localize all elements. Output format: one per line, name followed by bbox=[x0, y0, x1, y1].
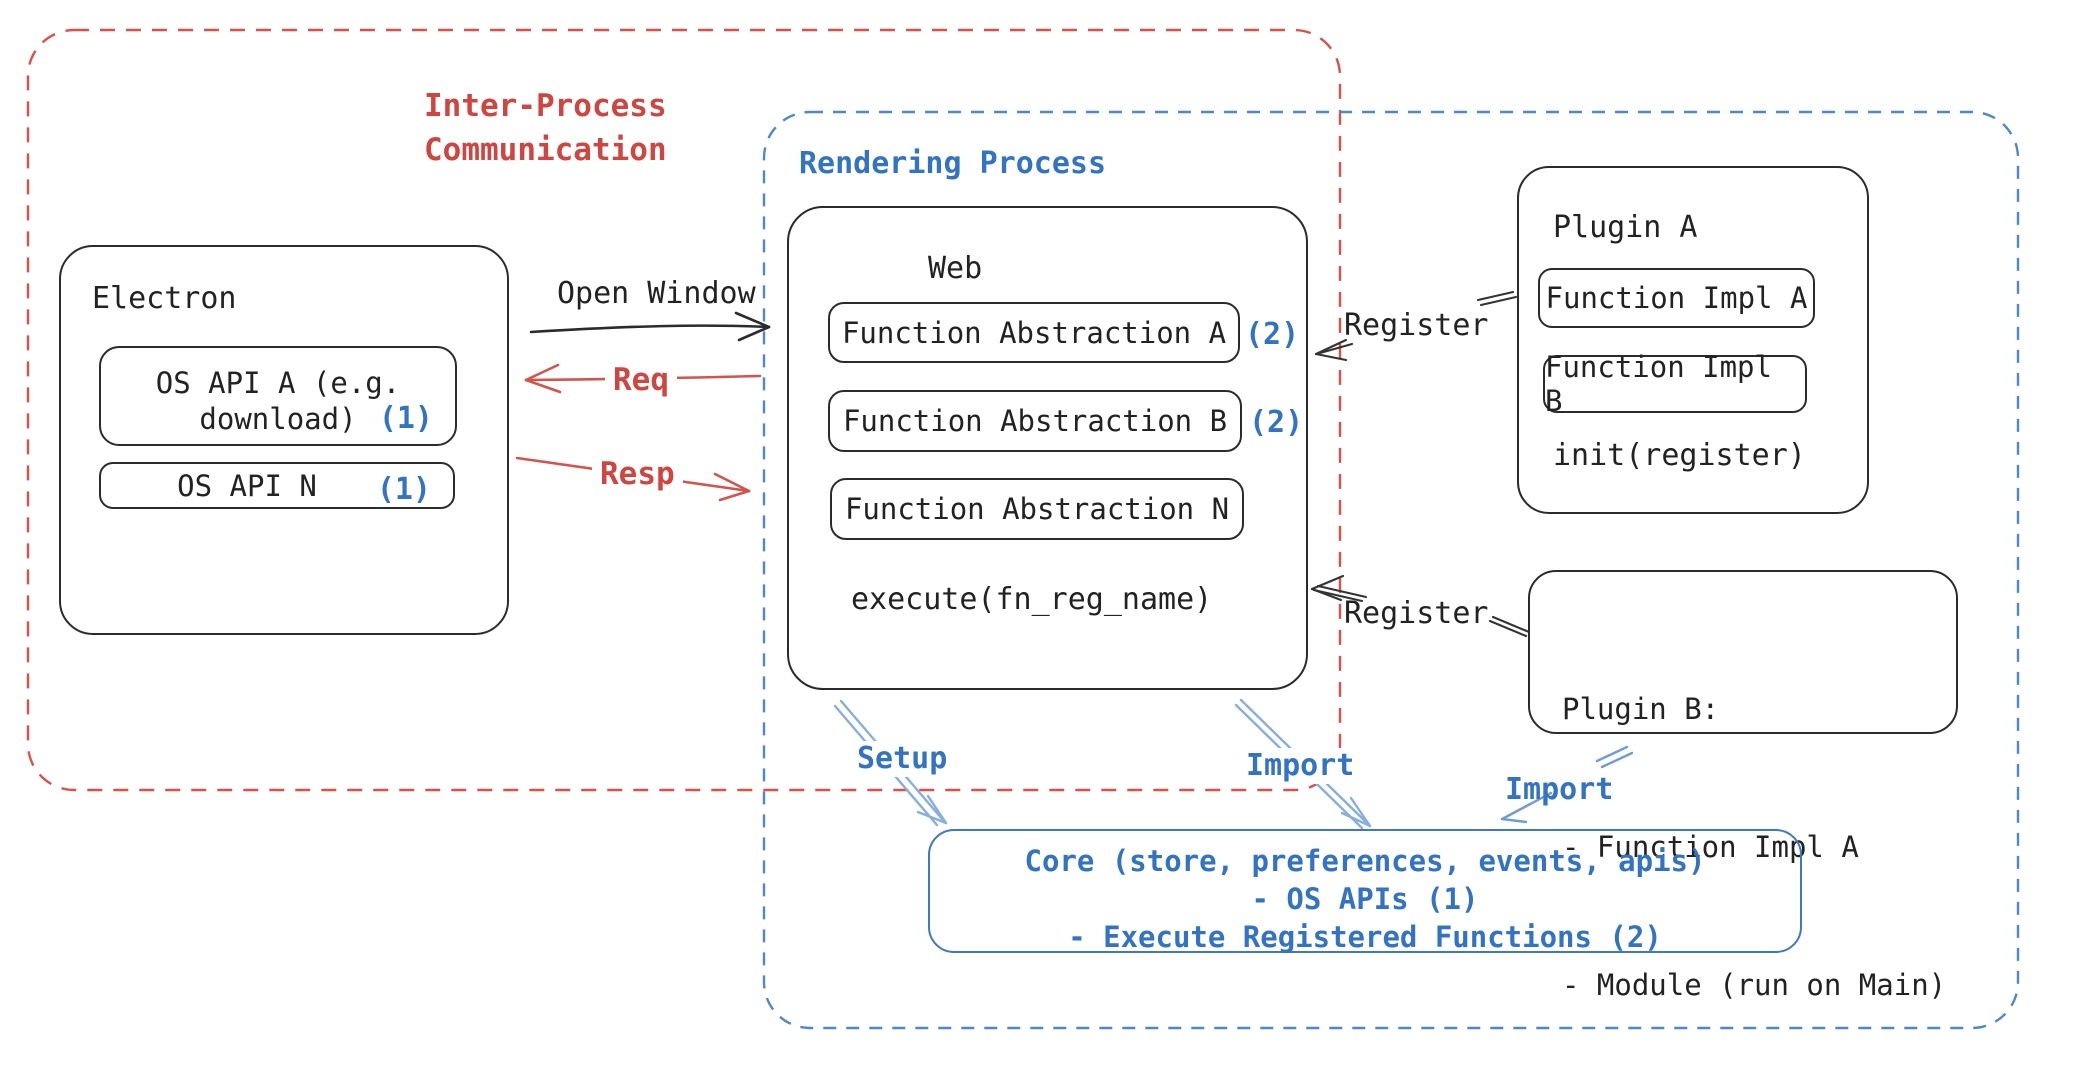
register-b-arrow bbox=[1310, 574, 1531, 638]
web-execute-label: execute(fn_reg_name) bbox=[851, 582, 1213, 617]
register-a-arrow bbox=[1314, 290, 1518, 362]
open-window-label: Open Window bbox=[557, 276, 756, 311]
os-api-a-line2: download) bbox=[199, 402, 357, 436]
setup-label: Setup bbox=[851, 741, 954, 777]
electron-title: Electron bbox=[92, 281, 237, 316]
core-execute-line: - Execute Registered Functions (2) bbox=[1068, 920, 1662, 954]
function-impl-b-box: Function Impl B bbox=[1543, 350, 1807, 418]
resp-label: Resp bbox=[592, 456, 683, 494]
plugin-a-title: Plugin A bbox=[1553, 210, 1698, 245]
function-impl-a-box: Function Impl A bbox=[1538, 268, 1815, 328]
plugin-b-module-line: - Module (run on Main) bbox=[1562, 968, 1947, 1002]
function-abstraction-b-box: Function Abstraction B bbox=[828, 390, 1242, 452]
os-api-n-number-tag: (1) bbox=[376, 472, 431, 507]
electron-box bbox=[59, 245, 509, 635]
plugin-a-box bbox=[1517, 166, 1869, 514]
plugin-a-init-label: init(register) bbox=[1553, 438, 1806, 473]
plugin-b-box: Plugin B: - Function Impl A - Module (ru… bbox=[1528, 570, 1958, 1002]
function-abstraction-n-box: Function Abstraction N bbox=[830, 478, 1244, 540]
rendering-region-title: Rendering Process bbox=[799, 146, 1107, 181]
import-plugin-label: Import bbox=[1505, 772, 1614, 807]
plugin-b-title: Plugin B: bbox=[1562, 692, 1720, 726]
os-api-a-number-tag: (1) bbox=[378, 401, 433, 436]
import-web-label: Import bbox=[1240, 748, 1361, 784]
function-abstraction-a-tag: (2) bbox=[1245, 317, 1300, 352]
os-api-n-label: OS API N bbox=[177, 468, 317, 503]
import-plugin-arrow bbox=[1500, 745, 1634, 824]
core-box: Core (store, preferences, events, apis) … bbox=[928, 829, 1802, 954]
web-title: Web bbox=[928, 251, 983, 286]
os-api-a-box: OS API A (e.g. download) (1) bbox=[99, 346, 457, 446]
rendering-dashed-region bbox=[762, 110, 2020, 1030]
function-abstraction-b-tag: (2) bbox=[1249, 405, 1304, 440]
open-window-arrow bbox=[529, 311, 771, 342]
os-api-n-box: OS API N (1) bbox=[99, 462, 455, 509]
ipc-region-title: Inter-Process Communication bbox=[424, 88, 667, 168]
web-box bbox=[787, 206, 1308, 690]
req-label: Req bbox=[605, 362, 677, 400]
ipc-dashed-region bbox=[26, 28, 1342, 792]
core-title-line: Core (store, preferences, events, apis) bbox=[1024, 844, 1706, 878]
function-abstraction-a-box: Function Abstraction A bbox=[828, 302, 1240, 363]
core-os-apis-line: - OS APIs (1) bbox=[1251, 882, 1479, 916]
os-api-a-line1: OS API A (e.g. bbox=[155, 366, 401, 400]
register-b-label: Register bbox=[1344, 596, 1489, 631]
register-a-label: Register bbox=[1344, 308, 1489, 343]
